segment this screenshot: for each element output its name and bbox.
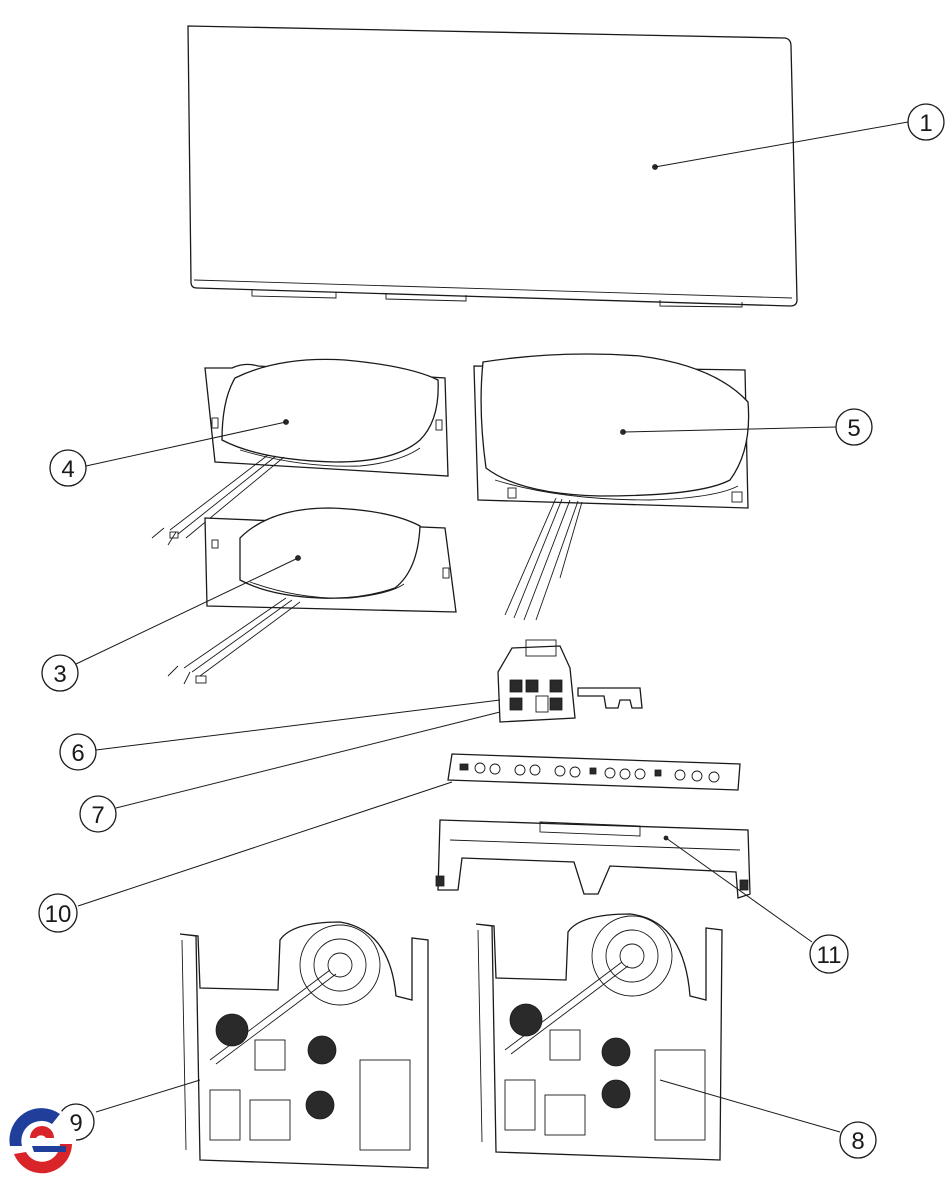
callout-10: 10 bbox=[38, 893, 78, 933]
part-power-module-right[interactable] bbox=[475, 913, 723, 1161]
callout-6-number: 6 bbox=[71, 740, 84, 767]
callout-7-number: 7 bbox=[91, 802, 104, 829]
leader-lines bbox=[75, 121, 909, 1133]
callout-5: 5 bbox=[835, 408, 873, 446]
callout-1: 1 bbox=[907, 103, 945, 141]
callout-4-number: 4 bbox=[61, 456, 74, 483]
callout-3-number: 3 bbox=[53, 661, 66, 688]
callout-7: 7 bbox=[79, 795, 117, 833]
brand-logo-icon bbox=[4, 1104, 76, 1176]
part-terminal-clip[interactable] bbox=[577, 687, 643, 709]
callout-3: 3 bbox=[41, 654, 79, 692]
part-glass-panel[interactable] bbox=[187, 25, 798, 308]
part-control-board[interactable] bbox=[447, 753, 741, 791]
callout-10-number: 10 bbox=[45, 901, 72, 928]
callout-5-number: 5 bbox=[847, 415, 860, 442]
part-coil-large-right[interactable] bbox=[473, 353, 750, 621]
callout-4: 4 bbox=[49, 449, 87, 487]
callout-8: 8 bbox=[839, 1121, 877, 1159]
callout-11: 11 bbox=[809, 934, 849, 974]
part-terminal-block[interactable] bbox=[497, 639, 576, 723]
part-power-module-left[interactable] bbox=[179, 921, 429, 1169]
callout-6: 6 bbox=[59, 733, 97, 771]
callout-8-number: 8 bbox=[851, 1128, 864, 1155]
part-coil-lower-left[interactable] bbox=[167, 507, 457, 685]
part-coil-small-left[interactable] bbox=[151, 358, 449, 546]
callout-1-number: 1 bbox=[919, 110, 932, 137]
callout-11-number: 11 bbox=[817, 942, 842, 969]
part-support-frame[interactable] bbox=[435, 819, 751, 899]
